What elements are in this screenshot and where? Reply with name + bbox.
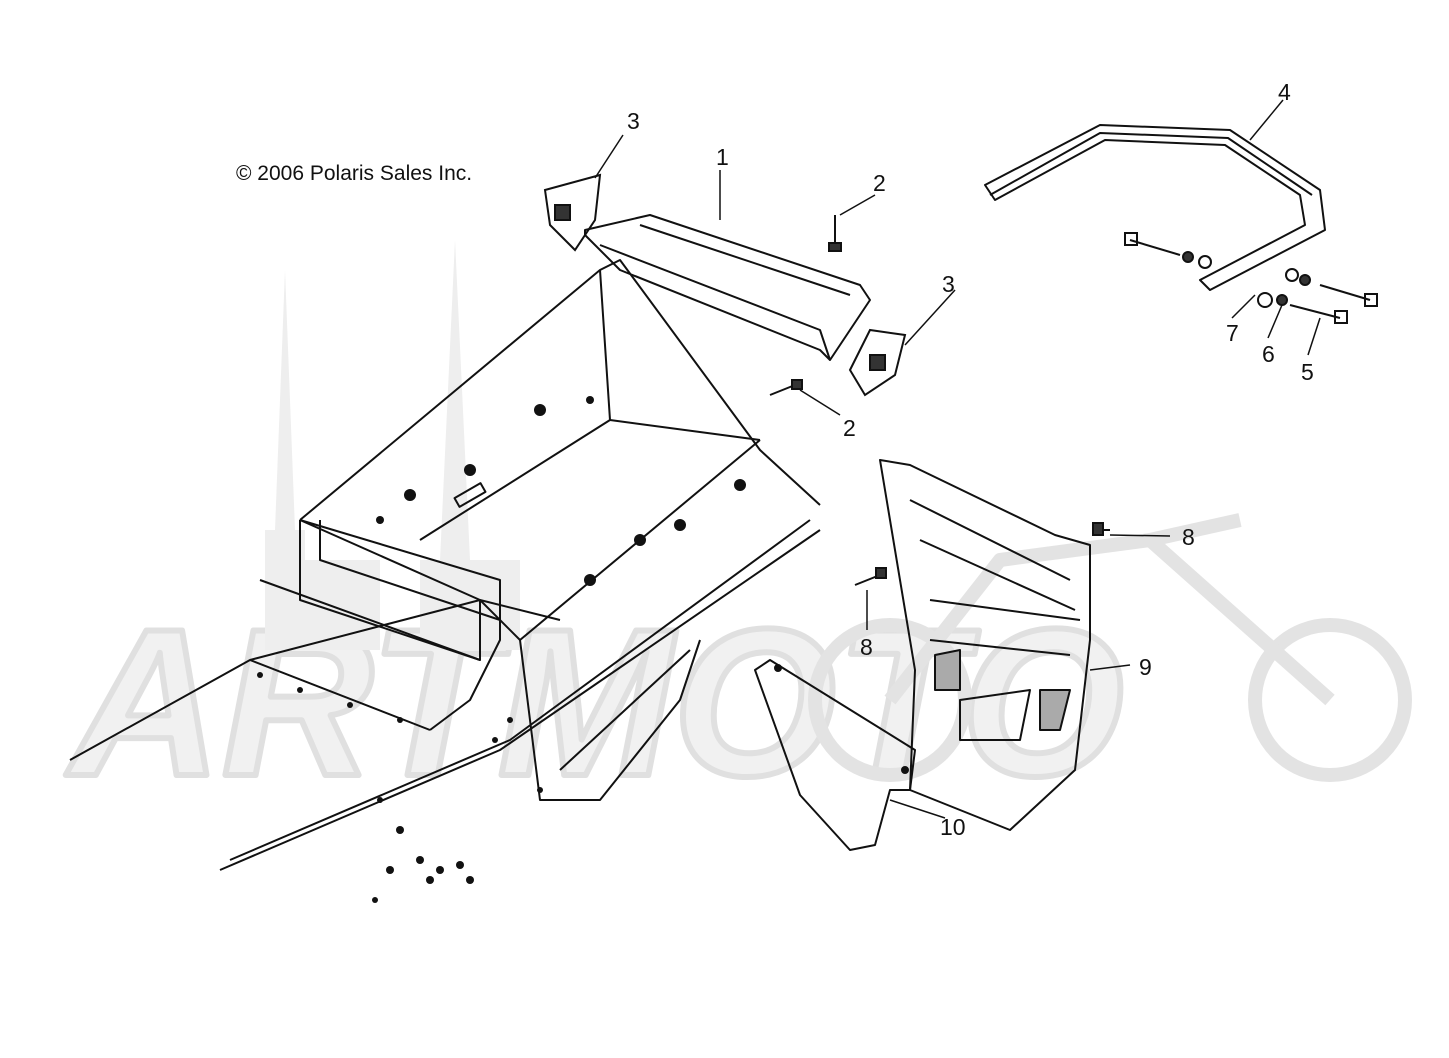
part-1-lid [584, 214, 871, 361]
callout-1: 1 [716, 144, 729, 170]
callout-6: 6 [1262, 341, 1275, 367]
part-2-pin-top [828, 215, 842, 252]
callout-4: 4 [1278, 79, 1291, 105]
part-9-snowflap [879, 459, 1091, 831]
part-4-rail [984, 124, 1326, 291]
part-8-rivets [854, 522, 1110, 586]
callout-3-bottom: 3 [942, 271, 955, 297]
part-2-pin-bottom [769, 379, 803, 396]
leader-lines [594, 99, 1321, 819]
callout-5: 5 [1301, 359, 1314, 385]
part-3-bracket-bottom [848, 328, 907, 397]
callout-2-bottom: 2 [843, 415, 856, 441]
callout-2-top: 2 [873, 170, 886, 196]
chassis-holes [257, 396, 746, 903]
callout-8-right: 8 [1182, 524, 1195, 550]
callout-7: 7 [1226, 320, 1239, 346]
callout-9: 9 [1139, 654, 1152, 680]
part-10-plate [754, 659, 916, 851]
watermark: ARTMOTO [62, 513, 1412, 823]
chassis-assembly [69, 259, 821, 871]
callout-10: 10 [940, 814, 966, 840]
part-5-6-7-hardware [1124, 232, 1378, 324]
callout-3-top: 3 [627, 108, 640, 134]
part-3-bracket-top [543, 173, 602, 252]
copyright-text: © 2006 Polaris Sales Inc. [236, 162, 473, 185]
watermark-city [265, 240, 520, 650]
callout-8-left: 8 [860, 634, 873, 660]
